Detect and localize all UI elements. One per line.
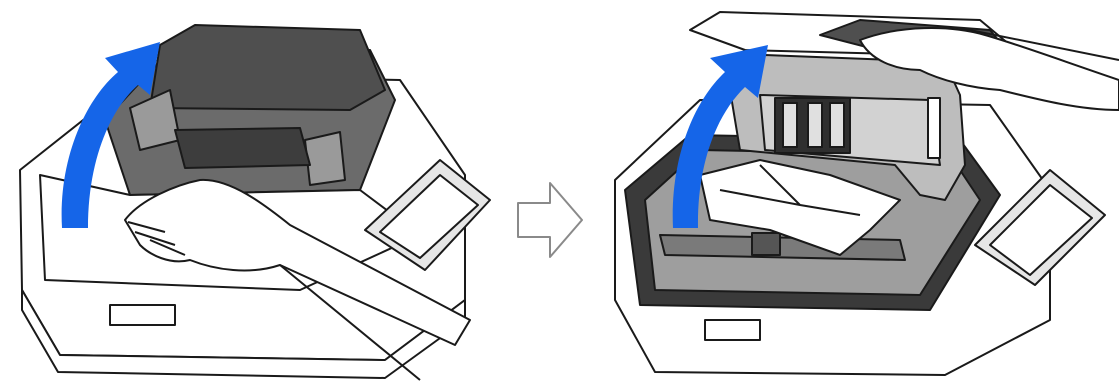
next-step-arrow-icon (518, 183, 582, 257)
base-foot-notch (110, 305, 175, 325)
input-tray (150, 25, 385, 110)
base-foot-notch (705, 320, 760, 340)
step1-panel (20, 25, 490, 380)
pickup-roller (775, 98, 850, 153)
cover-latch (928, 98, 940, 158)
step2-panel (615, 12, 1119, 375)
roller-strip (660, 235, 905, 260)
tray-guide-right (305, 132, 345, 185)
tray-slot (175, 128, 310, 168)
feed-roller (752, 233, 780, 255)
